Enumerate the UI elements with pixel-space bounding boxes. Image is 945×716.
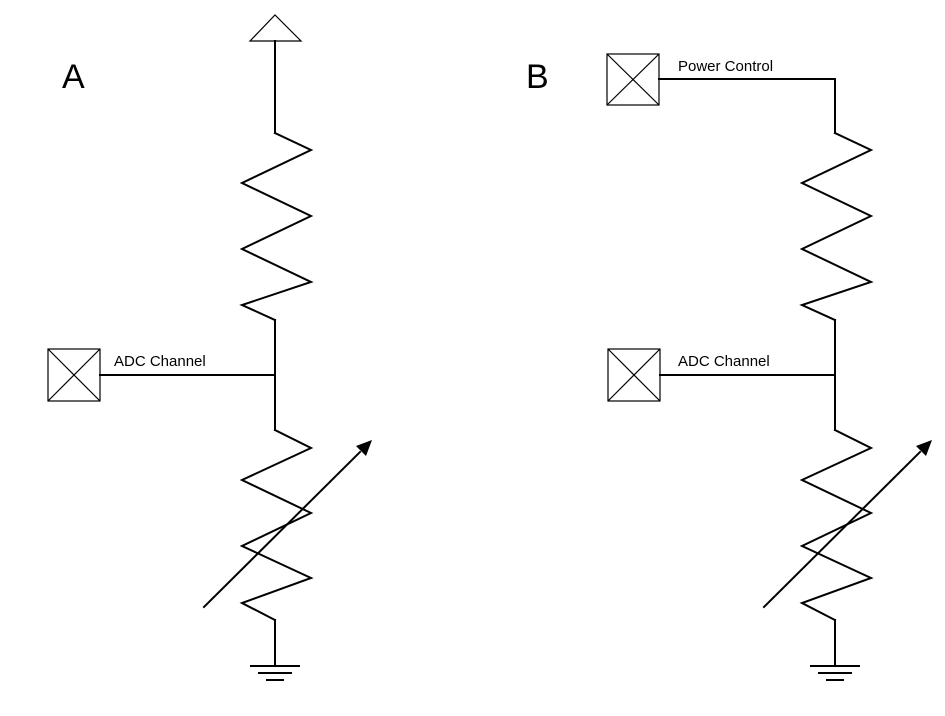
adc-pin-a <box>47 348 101 402</box>
fixed-resistor-b <box>799 131 874 322</box>
panel-b: B Power Control ADC Channel <box>526 53 932 681</box>
supply-triangle-icon <box>248 14 303 42</box>
thermistor-arrow-b <box>762 450 922 609</box>
panel-a-label: A <box>62 58 85 96</box>
power-control-label: Power Control <box>678 58 773 75</box>
thermistor-arrow-a <box>202 450 362 609</box>
panel-a: A ADC Channel <box>47 14 372 681</box>
ground-icon <box>810 665 860 681</box>
fixed-resistor-a <box>239 131 314 322</box>
adc-pin-b <box>607 348 661 402</box>
ground-icon <box>250 665 300 681</box>
crossed-box-icon <box>607 348 661 402</box>
arrow-head-b <box>916 440 932 456</box>
thermistor-b <box>799 428 874 622</box>
adc-label-a: ADC Channel <box>114 353 206 370</box>
wire-b-power <box>658 78 836 134</box>
crossed-box-icon <box>47 348 101 402</box>
adc-label-b: ADC Channel <box>678 353 770 370</box>
thermistor-a <box>239 428 314 622</box>
panel-b-label: B <box>526 58 549 96</box>
arrow-head-a <box>356 440 372 456</box>
power-pin-b <box>606 53 660 106</box>
